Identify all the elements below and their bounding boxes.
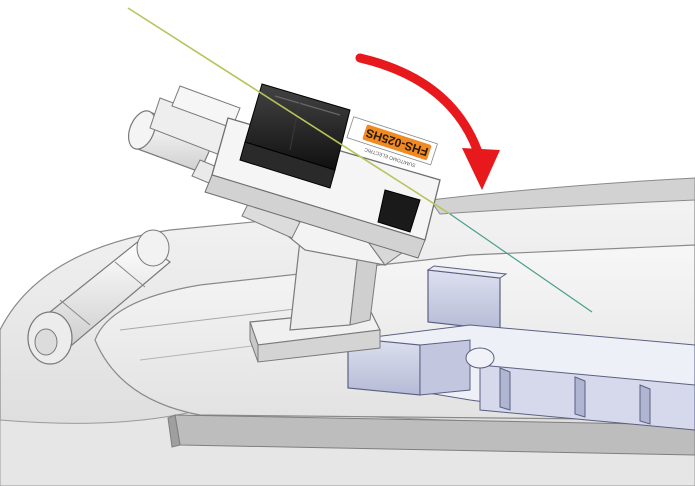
optical-fiber: [127, 7, 593, 313]
rotation-arrow: [355, 53, 500, 190]
fiber-tray: [347, 265, 695, 431]
fiber-holder: FHS-025HS SUMITOMO ELECTRIC: [127, 83, 441, 259]
rotation-arrow-head: [462, 148, 500, 190]
fiber-coated-section: [127, 7, 451, 215]
hinge-roller: [27, 229, 171, 365]
fiber-bare-section: [449, 213, 593, 313]
holder-label-panel: FHS-025HS SUMITOMO ELECTRIC: [346, 116, 438, 168]
model-label-badge: [362, 124, 432, 160]
holder-lid: [239, 83, 421, 233]
